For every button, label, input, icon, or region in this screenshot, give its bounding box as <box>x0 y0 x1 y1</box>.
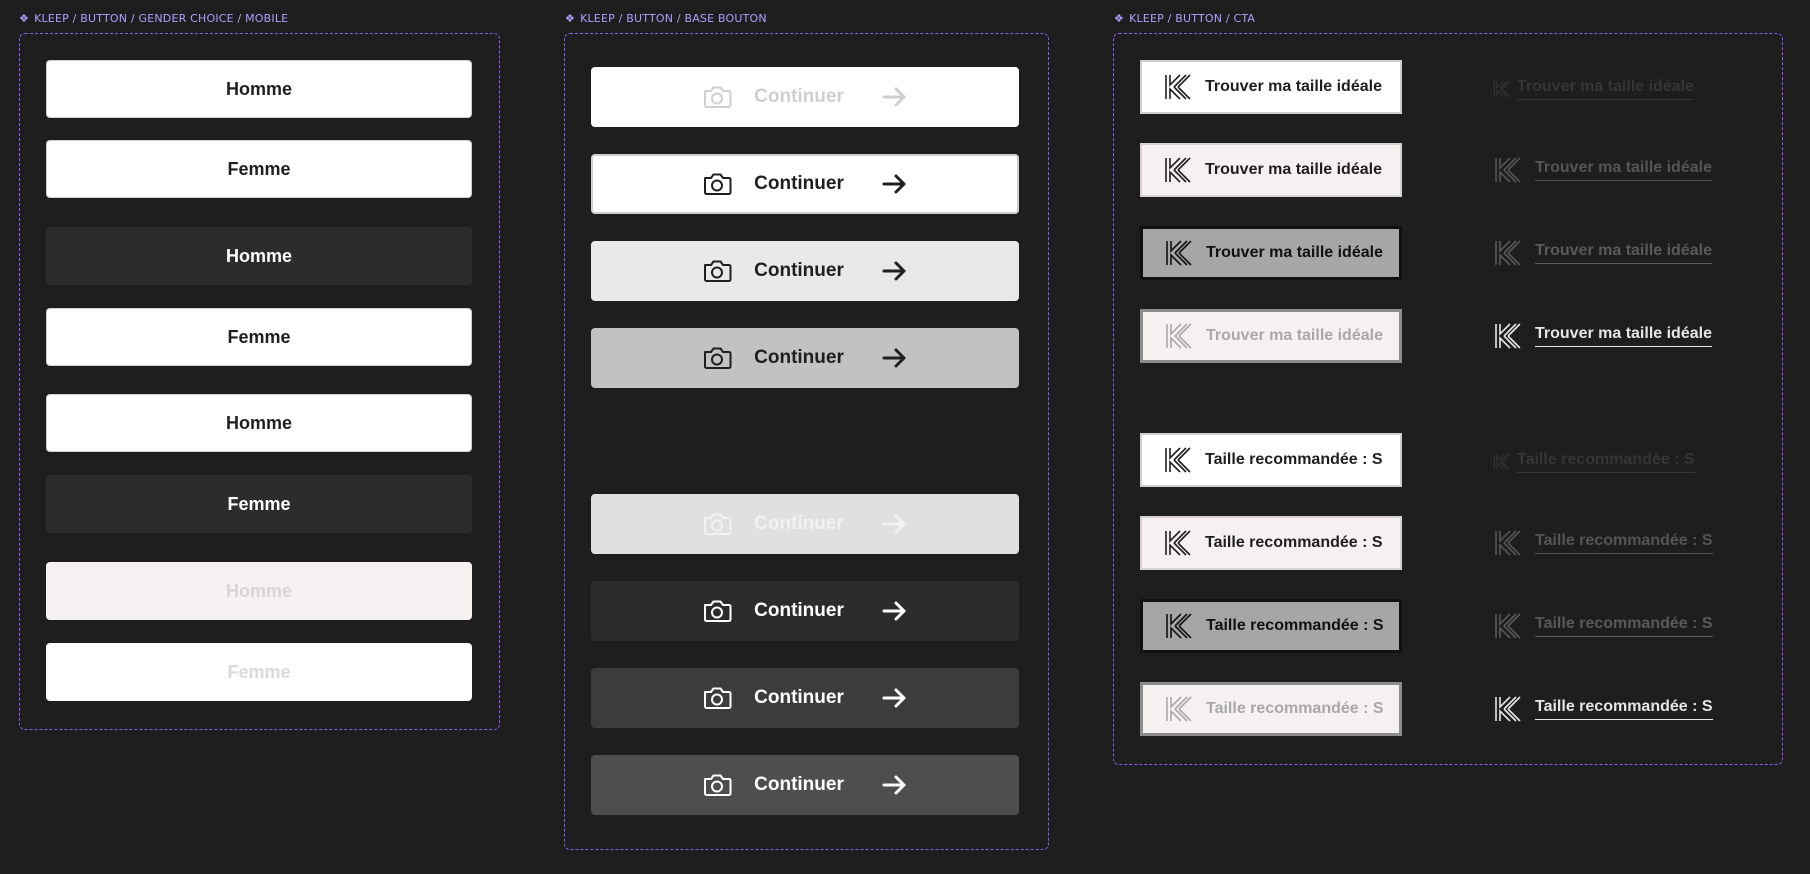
arrow-right-icon <box>882 173 908 195</box>
gender-button-homme-disabled[interactable]: Homme <box>46 562 472 620</box>
component-icon: ❖ <box>1114 12 1125 25</box>
gender-button-homme[interactable]: Homme <box>46 60 472 118</box>
gender-button-femme-disabled[interactable]: Femme <box>46 643 472 701</box>
kleep-logo-icon <box>1164 156 1192 184</box>
camera-icon <box>702 598 732 624</box>
kleep-logo-icon <box>1164 446 1192 474</box>
recommended-size-button-hover[interactable]: Taille recommandée : S <box>1140 516 1402 570</box>
camera-icon <box>702 685 732 711</box>
find-size-button-hover[interactable]: Trouver ma taille idéale <box>1140 143 1402 197</box>
kleep-logo-icon <box>1165 322 1193 350</box>
kleep-logo-icon <box>1164 529 1192 557</box>
find-size-button-pressed[interactable]: Trouver ma taille idéale <box>1140 226 1402 280</box>
continue-button-dark-pressed[interactable]: Continuer <box>591 755 1019 815</box>
cta-frame: Trouver ma taille idéale Trouver ma tail… <box>1113 33 1783 765</box>
continue-button-hover[interactable]: Continuer <box>591 241 1019 301</box>
find-size-link[interactable]: Trouver ma taille idéale <box>1494 319 1712 353</box>
arrow-right-icon <box>882 260 908 282</box>
gender-button-femme-selected[interactable]: Femme <box>46 475 472 533</box>
gender-button-homme[interactable]: Homme <box>46 394 472 452</box>
continue-button[interactable]: Continuer <box>591 154 1019 214</box>
camera-icon <box>702 772 732 798</box>
camera-icon <box>702 84 732 110</box>
kleep-logo-icon <box>1494 612 1522 640</box>
camera-icon <box>702 258 732 284</box>
find-size-link-disabled[interactable]: Trouver ma taille idéale <box>1493 72 1694 106</box>
continue-button-disabled[interactable]: Continuer <box>591 67 1019 127</box>
component-icon: ❖ <box>19 12 30 25</box>
recommended-size-link-pressed[interactable]: Taille recommandée : S <box>1494 609 1713 643</box>
kleep-logo-icon <box>1494 529 1522 557</box>
recommended-size-button[interactable]: Taille recommandée : S <box>1140 433 1402 487</box>
kleep-logo-icon <box>1494 322 1522 350</box>
arrow-right-icon <box>882 86 908 108</box>
continue-button-dark[interactable]: Continuer <box>591 581 1019 641</box>
kleep-logo-icon <box>1165 239 1193 267</box>
arrow-right-icon <box>882 347 908 369</box>
continue-button-dark-hover[interactable]: Continuer <box>591 668 1019 728</box>
continue-button-dark-disabled[interactable]: Continuer <box>591 494 1019 554</box>
continue-button-pressed[interactable]: Continuer <box>591 328 1019 388</box>
component-icon: ❖ <box>565 12 576 25</box>
recommended-size-link-hover[interactable]: Taille recommandée : S <box>1494 526 1713 560</box>
arrow-right-icon <box>882 600 908 622</box>
base-frame-label: ❖KLEEP / BUTTON / BASE BOUTON <box>565 12 767 25</box>
recommended-size-link[interactable]: Taille recommandée : S <box>1494 692 1713 726</box>
recommended-size-link-disabled[interactable]: Taille recommandée : S <box>1493 445 1695 479</box>
find-size-link-pressed[interactable]: Trouver ma taille idéale <box>1494 236 1712 270</box>
kleep-logo-icon <box>1493 453 1511 471</box>
recommended-size-button-disabled[interactable]: Taille recommandée : S <box>1140 682 1402 736</box>
gender-choice-frame: Homme Femme Homme Femme Homme Femme Homm… <box>19 33 500 730</box>
find-size-button[interactable]: Trouver ma taille idéale <box>1140 60 1402 114</box>
gender-button-homme-selected[interactable]: Homme <box>46 227 472 285</box>
kleep-logo-icon <box>1165 612 1193 640</box>
kleep-logo-icon <box>1165 695 1193 723</box>
arrow-right-icon <box>882 513 908 535</box>
kleep-logo-icon <box>1494 695 1522 723</box>
find-size-button-disabled[interactable]: Trouver ma taille idéale <box>1140 309 1402 363</box>
cta-frame-label: ❖KLEEP / BUTTON / CTA <box>1114 12 1256 25</box>
camera-icon <box>702 171 732 197</box>
kleep-logo-icon <box>1494 156 1522 184</box>
kleep-logo-icon <box>1494 239 1522 267</box>
recommended-size-button-pressed[interactable]: Taille recommandée : S <box>1140 599 1402 653</box>
camera-icon <box>702 511 732 537</box>
gender-frame-label: ❖KLEEP / BUTTON / GENDER CHOICE / MOBILE <box>19 12 289 25</box>
base-bouton-frame: Continuer Continuer Continuer Continuer … <box>564 33 1049 850</box>
gender-button-femme[interactable]: Femme <box>46 140 472 198</box>
arrow-right-icon <box>882 774 908 796</box>
gender-button-femme[interactable]: Femme <box>46 308 472 366</box>
kleep-logo-icon <box>1164 73 1192 101</box>
camera-icon <box>702 345 732 371</box>
arrow-right-icon <box>882 687 908 709</box>
kleep-logo-icon <box>1493 80 1511 98</box>
find-size-link-hover[interactable]: Trouver ma taille idéale <box>1494 153 1712 187</box>
